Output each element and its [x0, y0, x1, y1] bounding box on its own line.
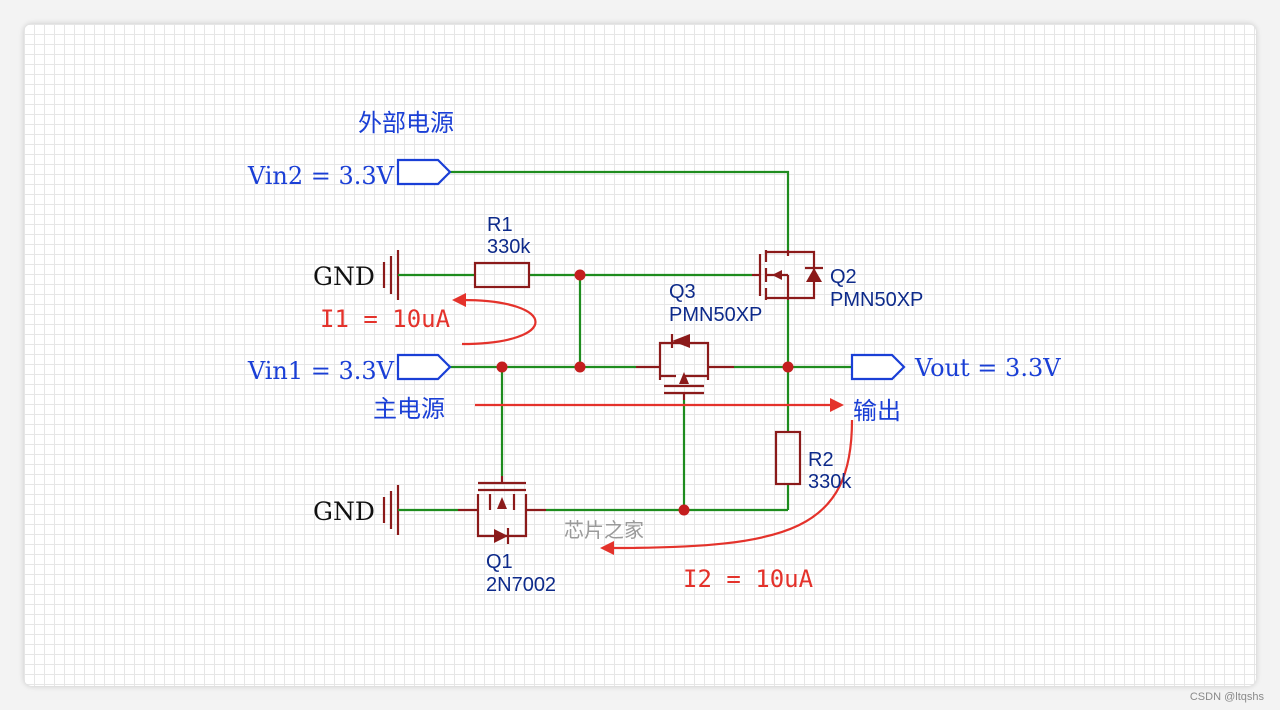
credit-text: CSDN @ltqshs: [1190, 691, 1265, 703]
r2-value: 330k: [808, 471, 852, 493]
q1-ref: Q1: [486, 551, 513, 573]
port-vout-icon: [850, 353, 906, 381]
r1-ref: R1: [487, 214, 513, 236]
junctions: [496, 269, 794, 516]
mosfet-q3-icon: [636, 334, 734, 400]
current-arrow-i1: [452, 293, 537, 346]
label-main-power: 主电源: [373, 395, 445, 423]
label-external-power: 外部电源: [358, 109, 454, 137]
net-ports: [396, 158, 906, 381]
gnd-symbol-bottom-icon: [382, 485, 424, 535]
current-arrow-i2: [600, 419, 854, 555]
label-vin1: Vin1 = 3.3V: [247, 357, 395, 385]
watermark-text: 芯片之家: [564, 518, 644, 542]
label-gnd-top: GND: [313, 262, 375, 291]
q2-ref: Q2: [830, 266, 857, 288]
current-i2-label: I2 = 10uA: [683, 565, 814, 593]
junction-dot: [574, 361, 586, 373]
label-vout: Vout = 3.3V: [914, 354, 1061, 382]
label-vin2: Vin2 = 3.3V: [247, 162, 395, 190]
q3-value: PMN50XP: [669, 304, 762, 326]
port-vin2-icon: [396, 158, 452, 186]
resistor-r2-icon: [774, 430, 802, 486]
wire-vin2: [450, 170, 790, 250]
resistor-r1-icon: [473, 261, 531, 289]
junction-dot: [574, 269, 586, 281]
junction-dot: [496, 361, 508, 373]
mosfet-q2-icon: [752, 250, 823, 300]
current-i1-label: I1 = 10uA: [320, 305, 451, 333]
r1-value: 330k: [487, 236, 531, 258]
gnd-symbol-top-icon: [382, 250, 424, 300]
schematic-sheet: [24, 24, 1256, 686]
q2-value: PMN50XP: [830, 289, 923, 311]
q3-ref: Q3: [669, 281, 696, 303]
r2-ref: R2: [808, 449, 834, 471]
label-output: 输出: [853, 397, 901, 425]
port-vin1-icon: [396, 353, 452, 381]
label-gnd-bottom: GND: [313, 497, 375, 526]
junction-dot: [782, 361, 794, 373]
q1-value: 2N7002: [486, 574, 556, 596]
mosfet-q1-icon: [458, 476, 546, 544]
current-arrow-main: [475, 398, 844, 412]
junction-dot: [678, 504, 690, 516]
